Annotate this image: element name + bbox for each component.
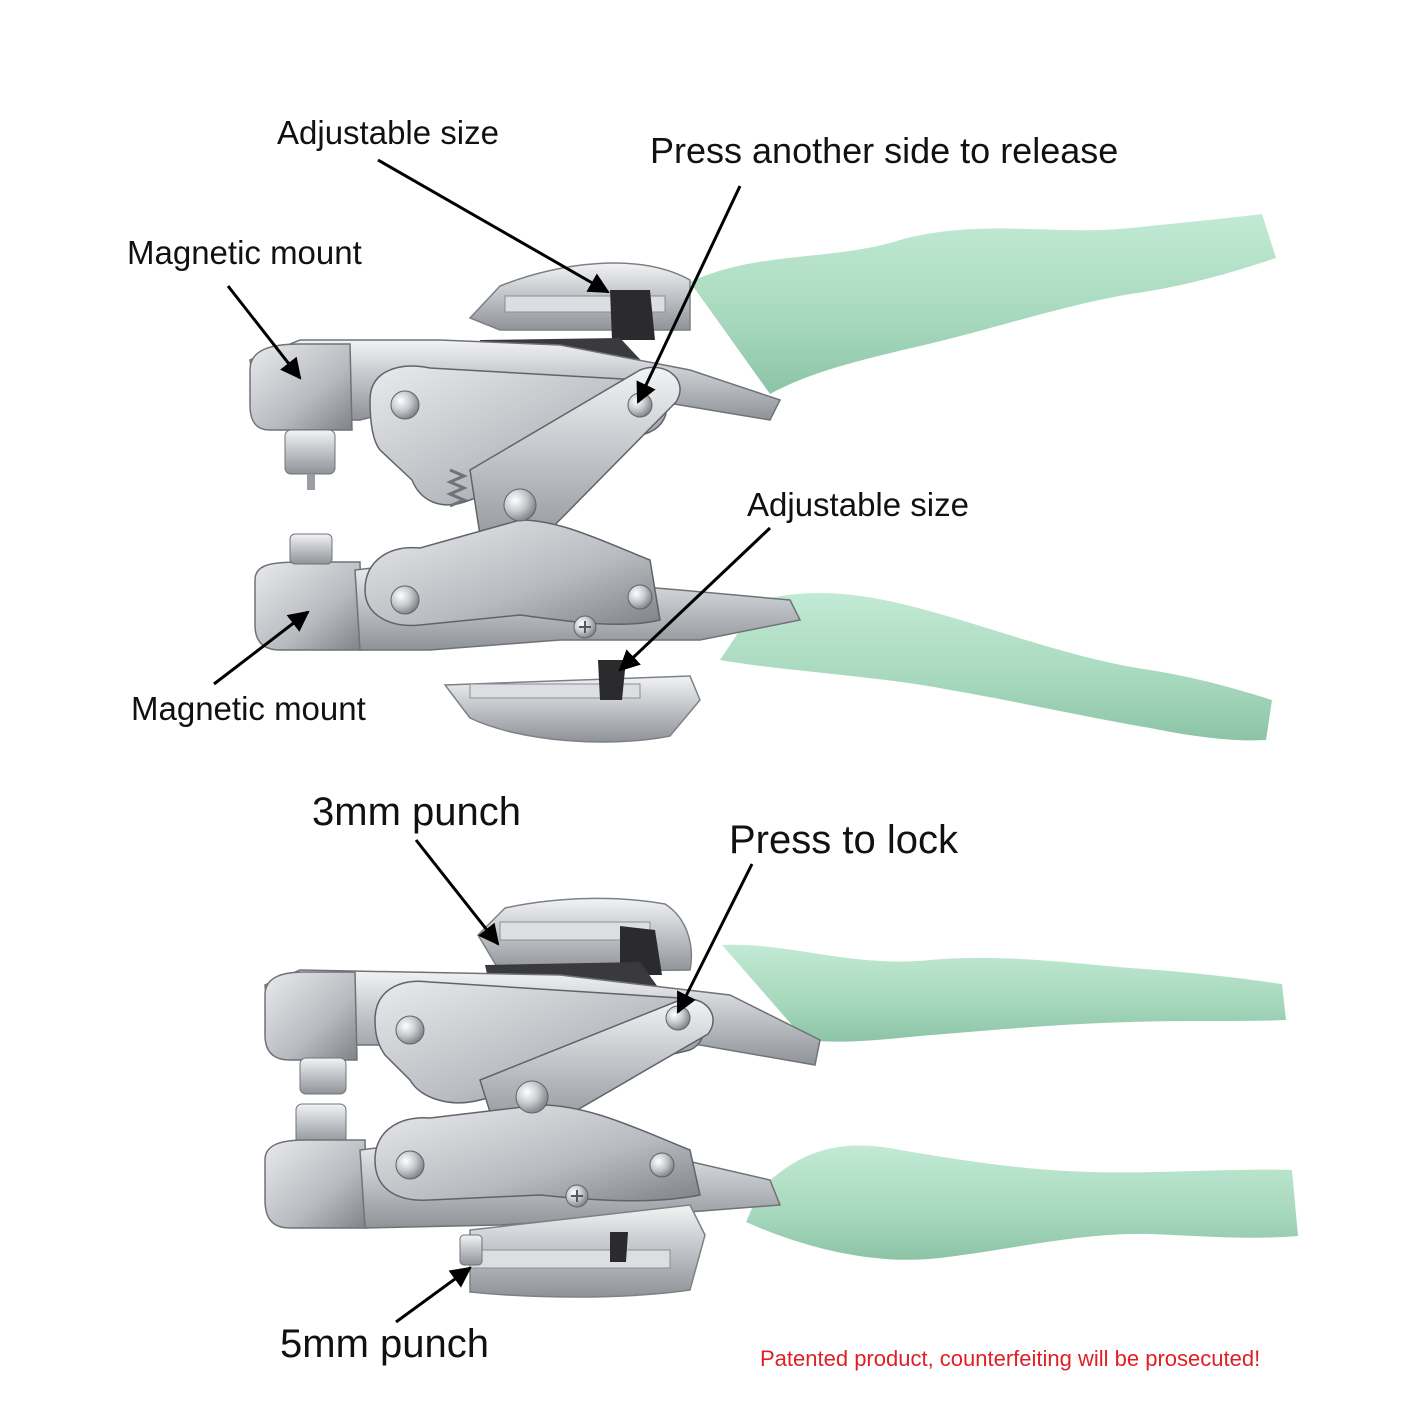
- arrow-press-lock: [676, 863, 754, 1014]
- top-upper-handle: [690, 214, 1276, 394]
- label-magnetic-mount-lower: Magnetic mount: [131, 690, 366, 727]
- label-adjustable-size-lower: Adjustable size: [747, 486, 969, 523]
- top-pliers: [249, 214, 1276, 743]
- callout-arrows: [213, 158, 772, 1324]
- top-upper-nose: [249, 343, 353, 431]
- label-magnetic-mount-upper: Magnetic mount: [127, 234, 362, 271]
- label-5mm-punch: 5mm punch: [280, 1322, 489, 1366]
- bottom-upper-nose: [264, 971, 358, 1061]
- arrow-adjustable-size-lower: [618, 526, 772, 672]
- top-spring: [446, 468, 468, 508]
- bottom-link-upper: [374, 980, 705, 1104]
- label-adjustable-size-upper: Adjustable size: [277, 114, 499, 151]
- bottom-link-lower: [374, 1104, 701, 1202]
- label-3mm-punch: 3mm punch: [312, 790, 521, 834]
- label-press-to-lock: Press to lock: [729, 818, 958, 862]
- arrow-3mm-punch: [414, 839, 500, 946]
- top-link-lower: [364, 519, 661, 627]
- arrow-5mm-punch: [395, 1266, 472, 1324]
- arrow-magnetic-mount-upper: [226, 285, 302, 380]
- bottom-pliers: [264, 897, 1298, 1298]
- bottom-lower-handle: [746, 1145, 1298, 1260]
- bottom-upper-handle: [722, 944, 1286, 1042]
- bottom-lower-nose: [264, 1139, 368, 1229]
- arrow-adjustable-size-upper: [377, 158, 610, 294]
- top-lower-nose: [254, 561, 363, 651]
- arrow-press-release: [636, 185, 742, 404]
- label-press-another-side-to-release: Press another side to release: [650, 130, 1119, 171]
- arrow-magnetic-mount-lower: [213, 610, 310, 686]
- patent-notice: Patented product, counterfeiting will be…: [760, 1346, 1261, 1371]
- top-lower-handle: [720, 592, 1272, 741]
